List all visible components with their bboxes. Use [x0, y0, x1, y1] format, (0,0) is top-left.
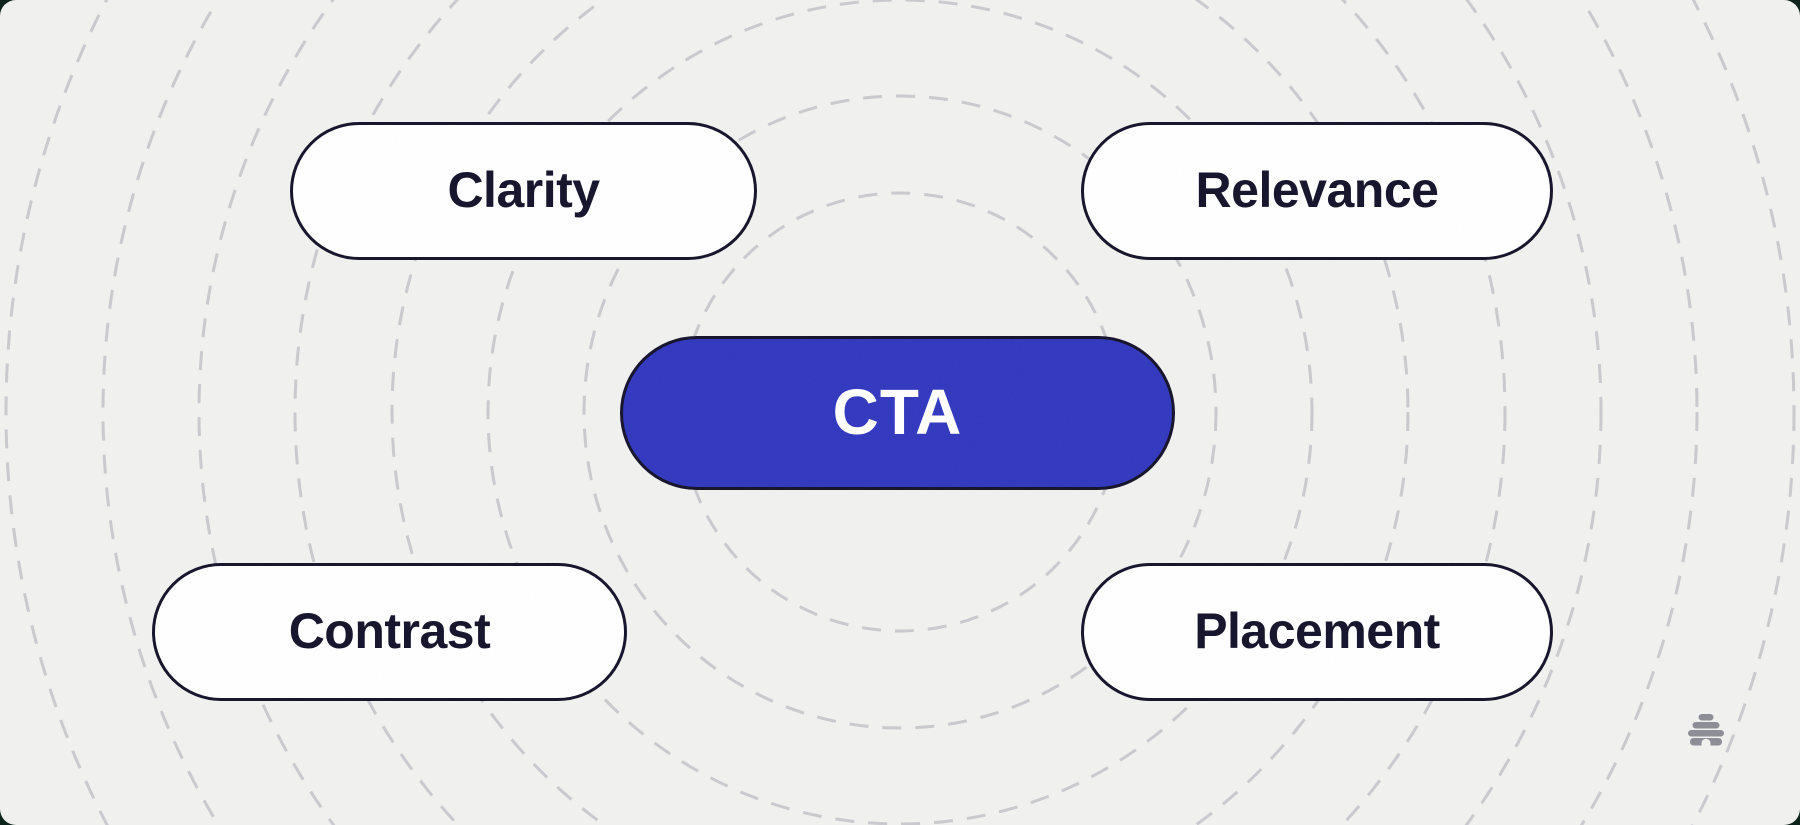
- node-placement-label: Placement: [1194, 603, 1440, 659]
- node-relevance-label: Relevance: [1195, 162, 1439, 218]
- node-contrast-label: Contrast: [288, 603, 491, 659]
- node-cta: CTA: [620, 336, 1175, 490]
- node-cta-label: CTA: [832, 376, 963, 448]
- node-clarity: Clarity: [290, 122, 757, 260]
- node-relevance: Relevance: [1081, 122, 1553, 260]
- beehiiv-logo-icon: [1688, 714, 1724, 746]
- node-clarity-label: Clarity: [447, 162, 600, 218]
- node-contrast: Contrast: [152, 563, 627, 701]
- node-placement: Placement: [1081, 563, 1553, 701]
